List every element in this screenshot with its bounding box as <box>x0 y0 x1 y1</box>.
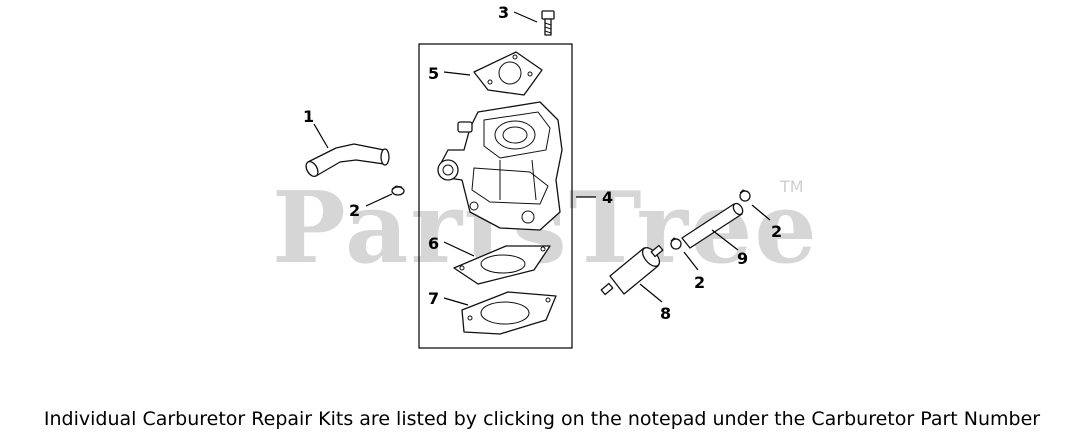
part-9-tube[interactable] <box>681 202 745 249</box>
part-8-fuel-filter[interactable] <box>600 244 664 296</box>
part-2-clamp-right-top[interactable] <box>739 189 751 202</box>
callout-9: 9 <box>737 249 748 268</box>
leader-lines <box>313 11 771 306</box>
assembly-box <box>418 43 573 349</box>
part-2-clamp-left[interactable] <box>391 185 405 196</box>
part-3-bolt[interactable] <box>541 10 555 36</box>
part-6-gasket[interactable] <box>453 245 551 285</box>
callout-2-right-mid: 2 <box>694 273 705 292</box>
callout-6: 6 <box>428 234 439 253</box>
part-4-carburetor[interactable] <box>437 101 563 231</box>
callout-1: 1 <box>303 107 314 126</box>
part-1-hose[interactable] <box>304 143 390 178</box>
part-2-clamp-right-mid[interactable] <box>670 237 682 250</box>
part-7-gasket[interactable] <box>461 291 557 335</box>
part-5-gasket[interactable] <box>473 51 543 96</box>
callout-2-right-top: 2 <box>771 222 782 241</box>
callout-5: 5 <box>428 64 439 83</box>
watermark-trademark: TM <box>779 177 804 196</box>
callout-2-left: 2 <box>349 201 360 220</box>
parts-diagram: PartsTree TM <box>272 3 817 349</box>
callout-4: 4 <box>602 188 613 207</box>
caption-text: Individual Carburetor Repair Kits are li… <box>43 408 1041 430</box>
callout-3: 3 <box>498 3 509 22</box>
callout-7: 7 <box>428 289 439 308</box>
callout-8: 8 <box>660 304 671 323</box>
